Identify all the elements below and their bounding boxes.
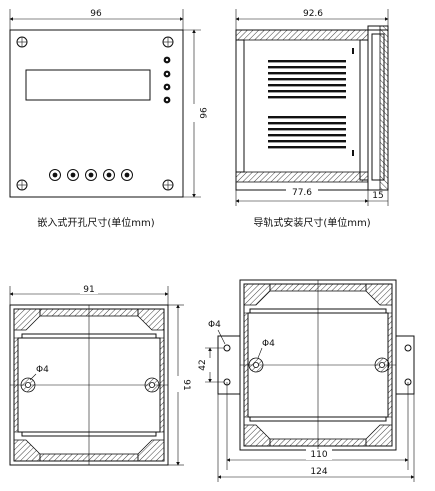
vent-slots	[268, 60, 346, 149]
front-panel	[9, 29, 184, 198]
cutout-width-label: 91	[83, 285, 94, 295]
indicator-led-icons	[163, 56, 171, 104]
corner-screw-icon	[162, 179, 174, 191]
side-rail-label: 15	[372, 191, 383, 201]
cutout-view: 91 Φ4 91	[9, 283, 191, 466]
rail-hole-label-mid: Φ4	[262, 339, 275, 349]
rail-hole-label-top: Φ4	[208, 320, 221, 330]
side-inner-label: 77.6	[292, 188, 312, 198]
rail-spacing-label: 42	[198, 359, 208, 370]
mounting-hole-icon	[144, 377, 160, 393]
side-body	[235, 29, 389, 191]
corner-screw-icon	[16, 179, 28, 191]
mounting-hole-icon	[374, 357, 390, 373]
front-width-label: 96	[90, 9, 102, 19]
rail-view: Φ4 Φ4 42 110 124	[198, 279, 415, 482]
front-view: 96	[9, 7, 207, 229]
cutout-hole-label: Φ4	[36, 365, 49, 375]
front-height-label: 96	[197, 107, 207, 119]
display-window	[25, 69, 151, 101]
corner-screw-icon	[16, 36, 28, 48]
rail-outer-width-label: 124	[310, 467, 327, 477]
side-view: 92.6	[235, 7, 389, 229]
corner-screw-icon	[162, 36, 174, 48]
front-view-caption: 嵌入式开孔尺寸(单位mm)	[37, 216, 154, 229]
cutout-height-label: 91	[181, 379, 191, 390]
rail-inner-width-label: 110	[310, 450, 327, 460]
side-width-label: 92.6	[303, 9, 323, 19]
mounting-hole-icon	[20, 377, 36, 393]
side-view-caption: 导轨式安装尺寸(单位mm)	[253, 216, 370, 229]
front-button-icons	[49, 169, 133, 181]
mounting-hole-icon	[248, 357, 264, 373]
